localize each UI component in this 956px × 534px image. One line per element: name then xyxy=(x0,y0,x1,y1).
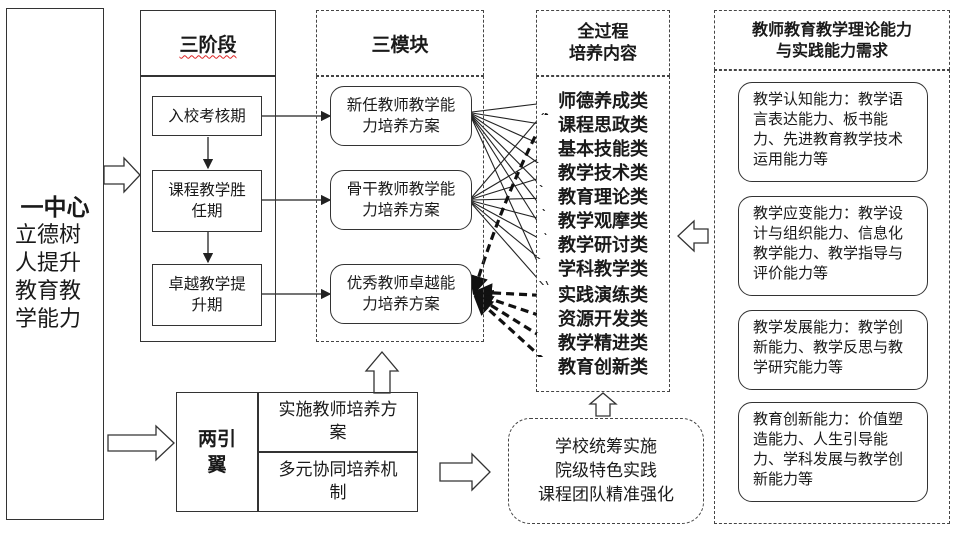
hollow-arrow-wings-school xyxy=(439,452,491,492)
module-excellent-teacher-label: 优秀教师卓越能力培养方案 xyxy=(346,274,456,313)
process-header: 全过程 培养内容 xyxy=(536,10,670,76)
needs-header-line2: 与实践能力需求 xyxy=(775,41,888,60)
module-new-teacher-label: 新任教师教学能力培养方案 xyxy=(346,96,456,135)
needs-container xyxy=(714,70,950,524)
need-development-text: 教学发展能力：教学创新能力、教学反思与教学研究能力等 xyxy=(753,318,904,376)
need-innovation-text: 教育创新能力：价值塑造能力、人生引导能力、学科发展与教学创新能力等 xyxy=(753,410,904,488)
school-implementation-box: 学校统筹实施 院级特色实践 课程团队精准强化 xyxy=(508,418,704,524)
need-cognition-text: 教学认知能力：教学语言表达能力、板书能力、先进教育教学技术运用能力等 xyxy=(753,90,904,168)
hollow-arrow-up-content xyxy=(588,392,618,417)
course-item: 师德养成类 xyxy=(537,91,669,113)
one-center-body: 立德树人提升教育教学能力 xyxy=(15,223,82,332)
process-header-line2: 培养内容 xyxy=(569,44,637,64)
course-item: 教育理论类 xyxy=(537,187,669,209)
course-item: 教学技术类 xyxy=(537,163,669,185)
course-item: 教育创新类 xyxy=(537,357,669,379)
wing-collab-mechanism: 多元协同培养机制 xyxy=(258,452,418,512)
wing-implement-plan: 实施教师培养方案 xyxy=(258,392,418,452)
course-item: 资源开发类 xyxy=(537,309,669,331)
course-item: 基本技能类 xyxy=(537,139,669,161)
module-core-teacher-label: 骨干教师教学能力培养方案 xyxy=(346,180,456,219)
need-cognition: 教学认知能力：教学语言表达能力、板书能力、先进教育教学技术运用能力等 xyxy=(738,82,928,182)
stages-header: 三阶段 xyxy=(140,10,276,76)
needs-header-line1: 教师教育教学理论能力 xyxy=(751,20,912,39)
hollow-arrow-center-stages xyxy=(103,156,141,194)
need-adaptation: 教学应变能力：教学设计与组织能力、信息化教学能力、教学指导与评价能力等 xyxy=(738,196,928,296)
modules-header-text: 三模块 xyxy=(371,33,429,56)
module-new-teacher: 新任教师教学能力培养方案 xyxy=(330,86,472,146)
hollow-arrow-up-modules xyxy=(364,350,400,394)
process-header-line1: 全过程 xyxy=(577,22,629,42)
course-item: 实践演练类 xyxy=(537,285,669,307)
two-wings-label: 两引翼 xyxy=(197,428,236,476)
need-innovation: 教育创新能力：价值塑造能力、人生引导能力、学科发展与教学创新能力等 xyxy=(738,402,928,502)
course-item: 教学研讨类 xyxy=(537,235,669,257)
stage-entry: 入校考核期 xyxy=(152,96,262,136)
module-excellent-teacher: 优秀教师卓越能力培养方案 xyxy=(330,264,472,324)
stages-header-text: 三阶段 xyxy=(179,33,237,56)
school-line-2: 院级特色实践 xyxy=(555,461,657,481)
course-item: 课程思政类 xyxy=(537,115,669,137)
hollow-arrow-needs-content xyxy=(677,219,709,253)
wing-collab-mechanism-label: 多元协同培养机制 xyxy=(278,460,398,503)
modules-header: 三模块 xyxy=(316,10,484,76)
wing-implement-plan-label: 实施教师培养方案 xyxy=(278,400,398,443)
need-adaptation-text: 教学应变能力：教学设计与组织能力、信息化教学能力、教学指导与评价能力等 xyxy=(753,204,904,282)
needs-header: 教师教育教学理论能力 与实践能力需求 xyxy=(714,10,950,70)
stage-competent-label: 课程教学胜任期 xyxy=(168,181,246,220)
process-container: 师德养成类 课程思政类 基本技能类 教学技术类 教育理论类 教学观摩类 教学研讨… xyxy=(536,76,670,392)
stage-competent: 课程教学胜任期 xyxy=(152,170,262,232)
one-center-box: 一中心 立德树人提升教育教学能力 xyxy=(6,8,104,520)
stages-container xyxy=(140,76,276,342)
one-center-title: 一中心 xyxy=(20,195,90,221)
school-line-3: 课程团队精准强化 xyxy=(538,485,674,505)
modules-container xyxy=(316,76,484,342)
module-core-teacher: 骨干教师教学能力培养方案 xyxy=(330,170,472,230)
stage-entry-label: 入校考核期 xyxy=(168,106,246,125)
need-development: 教学发展能力：教学创新能力、教学反思与教学研究能力等 xyxy=(738,310,928,390)
two-wings-label-box: 两引翼 xyxy=(176,392,258,512)
stage-excellent: 卓越教学提升期 xyxy=(152,264,262,326)
hollow-arrow-center-wings xyxy=(107,424,175,462)
course-item: 教学精进类 xyxy=(537,333,669,355)
school-line-1: 学校统筹实施 xyxy=(555,437,657,457)
course-item: 学科教学类 xyxy=(537,259,669,281)
course-item: 教学观摩类 xyxy=(537,211,669,233)
stage-excellent-label: 卓越教学提升期 xyxy=(168,275,246,314)
